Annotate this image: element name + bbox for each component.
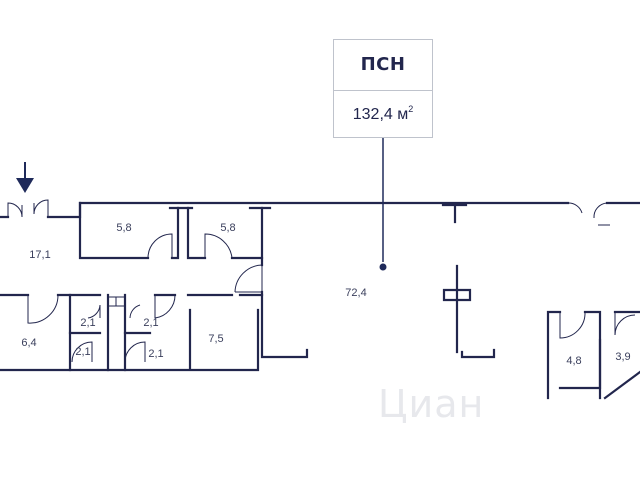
wall-bath-bottom	[68, 308, 260, 372]
door-bath-4	[87, 304, 141, 319]
wall-left-rooms	[0, 293, 72, 372]
room-area-label: 5,8	[220, 222, 236, 234]
wall-room-39	[598, 310, 640, 400]
door-58a	[147, 233, 173, 259]
wall-column-t	[441, 203, 468, 224]
door-hall	[234, 264, 263, 293]
door-room-39	[614, 312, 636, 336]
door-entrance	[7, 199, 49, 218]
room-area-label: 5,8	[116, 222, 132, 234]
unit-area-sup: 2	[408, 104, 414, 114]
room-area-label: 72,4	[345, 287, 367, 299]
room-area-label: 2,1	[143, 317, 159, 329]
wall-partition-right	[460, 348, 496, 359]
room-area-label: 6,4	[21, 337, 37, 349]
outer-wall-top	[0, 201, 570, 219]
door-left-room	[27, 294, 59, 324]
callout-dot	[379, 263, 387, 271]
room-area-label: 4,8	[566, 355, 582, 367]
fixture-sink	[107, 296, 126, 307]
door-bath-1	[71, 341, 93, 363]
wall-room-58a	[78, 201, 180, 260]
room-area-label: 7,5	[208, 333, 224, 345]
unit-area-value: 132,4 м	[352, 106, 409, 123]
door-58b	[204, 233, 233, 259]
unit-area: 132,4 м2	[334, 104, 432, 124]
door-bath-2	[124, 341, 146, 363]
wall-pillar	[442, 264, 472, 354]
unit-type: ПСН	[360, 54, 406, 75]
door-top-right	[567, 202, 610, 226]
wall-room-39-diag	[603, 370, 640, 400]
door-bath-3	[154, 294, 176, 319]
wall-partition-left	[260, 256, 309, 359]
entrance-arrow-icon	[16, 162, 34, 193]
room-area-label: 17,1	[29, 249, 51, 261]
door-room-48	[559, 311, 586, 339]
room-area-label: 2,1	[75, 346, 91, 358]
room-area-label: 2,1	[148, 348, 164, 360]
label-divider	[334, 90, 432, 91]
watermark-logo: Циан	[378, 382, 485, 426]
room-area-label: 3,9	[615, 351, 631, 363]
unit-label-box: ПСН 132,4 м2	[333, 39, 433, 138]
room-area-label: 2,1	[80, 317, 96, 329]
